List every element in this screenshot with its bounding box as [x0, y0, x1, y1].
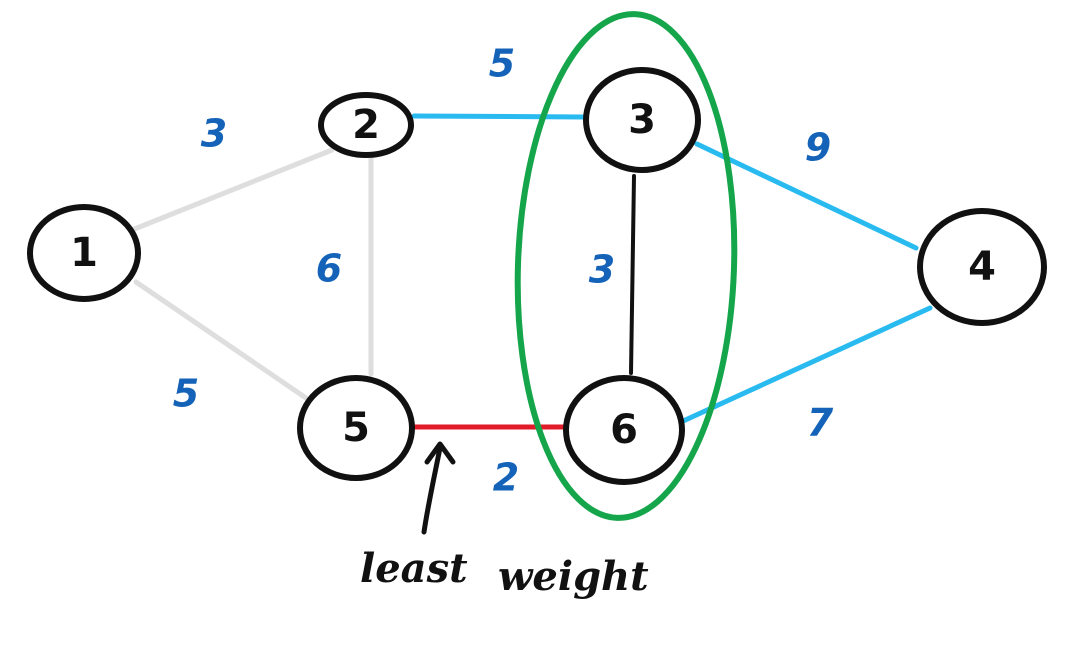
arrow-up-icon [421, 445, 443, 535]
node-circle-6 [563, 375, 685, 485]
node-5: 5 [297, 375, 415, 481]
node-label-1: 1 [70, 230, 98, 276]
node-label-6: 6 [610, 407, 638, 453]
edge-weight-6-4: 7 [807, 401, 834, 445]
edge-weight-2-5: 6 [316, 247, 342, 291]
edge-3-6 [629, 174, 636, 375]
edge-weight-3-6: 3 [589, 248, 615, 292]
edge-1-2 [129, 147, 335, 233]
arrow-head-icon [424, 441, 456, 465]
edge-3-4 [694, 141, 919, 251]
node-4: 4 [917, 208, 1047, 326]
node-label-2: 2 [352, 102, 380, 148]
node-circle-3 [583, 67, 701, 173]
node-label-4: 4 [968, 244, 996, 290]
edge-1-5 [133, 279, 309, 401]
edge-weight-2-3: 5 [489, 42, 515, 86]
node-circle-1 [27, 204, 141, 302]
node-2: 2 [318, 92, 414, 158]
edge-6-4 [678, 305, 933, 425]
node-circle-4 [917, 208, 1047, 326]
node-label-3: 3 [628, 97, 656, 143]
node-label-5: 5 [342, 405, 370, 451]
edge-weight-5-6: 2 [493, 456, 519, 500]
cut-highlight-layer [514, 11, 738, 521]
node-circle-5 [297, 375, 415, 481]
edge-weight-1-2: 3 [201, 112, 227, 156]
nodes-layer: 1 2 3 4 5 6 [27, 67, 1047, 485]
node-circle-2 [318, 92, 414, 158]
node-6: 6 [563, 375, 685, 485]
edge-weights-layer: 3 5 6 5 3 9 7 2 [173, 42, 834, 500]
edge-weight-3-4: 9 [805, 126, 831, 170]
node-3: 3 [583, 67, 701, 173]
node-1: 1 [27, 204, 141, 302]
annotation-word-weight: weight [498, 553, 649, 600]
edge-weight-1-5: 5 [173, 372, 199, 416]
annotation-layer: least weight [360, 441, 649, 600]
edges-layer [129, 113, 933, 430]
annotation-word-least: least [360, 545, 468, 592]
cut-ellipse [514, 11, 738, 521]
edge-2-3 [411, 113, 587, 120]
